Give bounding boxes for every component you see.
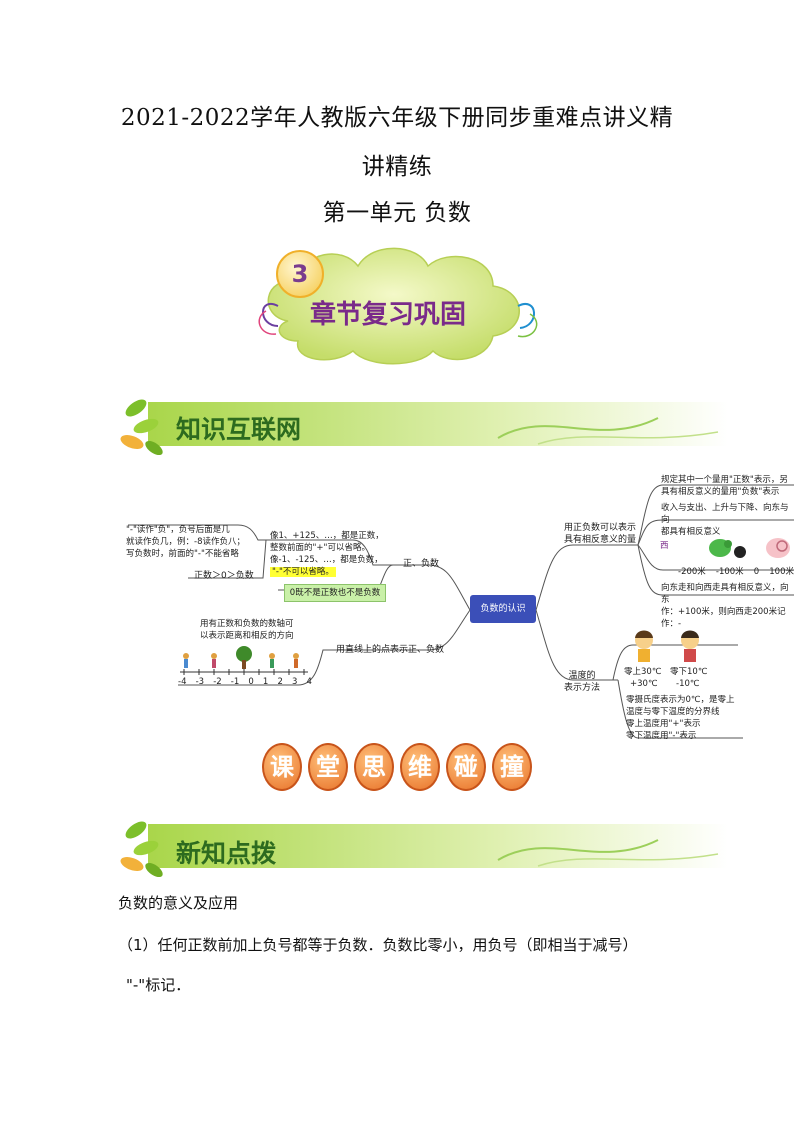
tick-label: 0	[753, 567, 760, 577]
note-line: 向东走和向西走具有相反意义，向东	[661, 583, 789, 605]
note-line: 具有相反意义的量用"负数"表示	[661, 487, 780, 497]
unit-title: 第一单元 负数	[322, 200, 472, 226]
order-note: 正数＞0＞负数	[194, 571, 254, 581]
temp-below-value: -10℃	[676, 679, 700, 689]
class-banner-char: 思	[354, 743, 394, 791]
tick-label: -4	[178, 677, 187, 687]
examples-line: 像-1、-125、…，都是负数，	[270, 555, 383, 565]
children-illustration-icon	[635, 630, 699, 662]
document-title-line1: 2021-2022学年人教版六年级下册同步重难点讲义精	[120, 105, 674, 131]
branch-label-line: 温度的	[568, 671, 596, 681]
mind-map-center-node: 负数的认识	[470, 595, 536, 623]
note-line: 零下温度用"-"表示	[626, 731, 697, 741]
number-line-figure: -4 -3 -2 -1 0 1 2 3 4	[176, 642, 312, 690]
note-line: 收入与支出、上升与下降、向东与向	[661, 503, 789, 525]
cloud-icon	[258, 247, 538, 365]
temp-below-label: 零下10℃	[670, 667, 708, 677]
note-minus-line: 写负数时，前面的"-"不能省略	[126, 549, 239, 559]
section-label-knowledge: 知识互联网	[176, 415, 302, 444]
direction-ticks: -200米 -100米 0 100米	[678, 566, 794, 578]
temp-above-value: +30℃	[630, 679, 658, 689]
branch-opposite-quantities: 用正负数可以表示 具有相反意义的量	[564, 522, 636, 546]
zero-note-box: 0既不是正数也不是负数	[284, 584, 386, 602]
tick-label: 1	[262, 677, 269, 687]
section-banner-knowledge: 知识互联网	[118, 388, 730, 460]
branch-temperature: 温度的 表示方法	[564, 670, 600, 694]
tick-label: -2	[213, 677, 222, 687]
tick-label: 3	[291, 677, 298, 687]
tick-label: -1	[230, 677, 240, 687]
note-line: 零上温度用"+"表示	[626, 719, 701, 729]
branch-label-line: 用正负数可以表示	[564, 523, 637, 533]
tick-label: 2	[277, 677, 283, 687]
zero-note: 0既不是正数也不是负数	[289, 588, 381, 598]
note-line: 零摄氏度表示为0℃，是零上	[626, 695, 735, 705]
examples-note: 像1、+125、…，都是正数， 整数前面的"+"可以省略。 像-1、-125、……	[270, 530, 384, 578]
caption-line: 以表示距离和相反的方向	[200, 631, 294, 641]
examples-line: 像1、+125、…，都是正数，	[270, 531, 384, 541]
note-positive-negative-rule: 规定其中一个量用"正数"表示，另 具有相反意义的量用"负数"表示	[661, 474, 788, 498]
chapter-number-circle: 3	[276, 250, 324, 298]
animals-illustration-icon	[709, 538, 790, 558]
tick-label: -200米	[678, 567, 706, 577]
document-title-line2: 讲精练	[361, 154, 433, 180]
chapter-badge: 3 章节复习巩固	[248, 236, 548, 370]
note-minus-reading: "-"读作"负"，负号后面是几 就读作负几，例：-8读作负八； 写负数时，前面的…	[126, 524, 245, 560]
note-minus-line: 就读作负几，例：-8读作负八；	[126, 537, 245, 547]
leaf-banner-icon	[120, 821, 728, 878]
temp-above-label: 零上30℃	[624, 667, 662, 677]
number-line-ticks: -4 -3 -2 -1 0 1 2 3 4	[178, 676, 312, 688]
class-banner-char: 撞	[492, 743, 532, 791]
mind-map: 负数的认识 正、负数 "-"读作"负"，负号后面是几 就读作负几，例：-8读作负…	[118, 470, 794, 745]
branch-positive-negative: 正、负数	[403, 559, 440, 569]
class-banner-char: 碰	[446, 743, 486, 791]
tick-label: -3	[195, 677, 205, 687]
branch-number-line: 用直线上的点表示正、负数	[336, 645, 445, 655]
note-direction-example: 向东走和向西走具有相反意义，向东 作：+100米，则向西走200米记作：-	[661, 582, 794, 630]
content-heading: 负数的意义及应用	[118, 894, 239, 912]
center-node-label: 负数的认识	[480, 604, 526, 614]
class-banner-char: 课	[262, 743, 302, 791]
number-line-illustration-icon	[180, 646, 308, 675]
tick-label: 0	[248, 677, 254, 687]
leaf-banner-icon	[120, 399, 728, 456]
note-opposite-examples: 收入与支出、上升与下降、向东与向 都具有相反意义	[661, 502, 794, 538]
class-thinking-banner: 课 堂 思 维 碰 撞	[262, 743, 532, 795]
temperature-figure: 零上30℃ 零下10℃ +30℃ -10℃	[624, 628, 744, 690]
note-line: 规定其中一个量用"正数"表示，另	[661, 475, 788, 485]
branch-label-line: 表示方法	[564, 683, 601, 693]
note-line: 温度与零下温度的分界线	[626, 707, 720, 717]
content-paragraph-2: "-"标记．	[126, 976, 191, 994]
class-banner-char: 维	[400, 743, 440, 791]
section-banner-new-knowledge: 新知点拨	[118, 810, 730, 882]
note-minus-line: "-"读作"负"，负号后面是几	[126, 525, 230, 535]
class-banner-char: 堂	[308, 743, 348, 791]
chapter-number: 3	[291, 260, 309, 288]
examples-highlight: "-"不可以省略。	[270, 567, 336, 577]
branch-label-line: 具有相反意义的量	[564, 535, 637, 545]
caption-line: 用有正数和负数的数轴可	[200, 619, 294, 629]
direction-figure: 西 -200米 -100米 0 100米	[658, 532, 794, 578]
section-label-new-knowledge: 新知点拨	[176, 839, 277, 868]
mind-map-connectors	[128, 484, 794, 739]
tick-label: 100米	[769, 567, 794, 577]
content-paragraph-1: （1）任何正数前加上负号都等于负数．负数比零小，用负号（即相当于减号）	[118, 936, 638, 954]
temperature-notes: 零摄氏度表示为0℃，是零上 温度与零下温度的分界线 零上温度用"+"表示 零下温…	[626, 694, 734, 742]
chapter-label: 章节复习巩固	[310, 300, 467, 330]
tick-label: -100米	[715, 567, 744, 577]
note-line: 都具有相反意义	[661, 527, 721, 537]
direction-west: 西	[660, 541, 669, 551]
examples-line: 整数前面的"+"可以省略。	[270, 543, 370, 553]
note-line: 作：+100米，则向西走200米记作：-	[661, 607, 786, 629]
number-line-caption: 用有正数和负数的数轴可 以表示距离和相反的方向	[200, 618, 294, 642]
tick-label: 4	[306, 677, 312, 687]
